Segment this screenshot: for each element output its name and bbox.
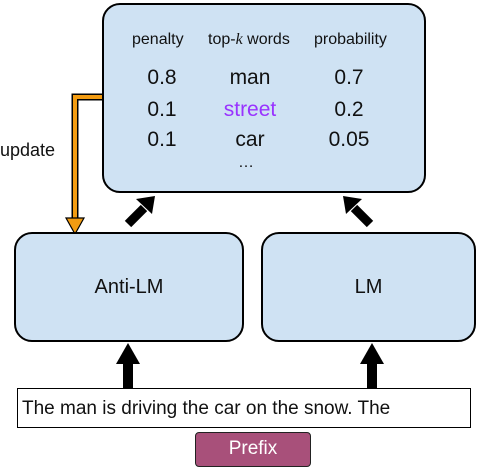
penalty-cell: 0.1	[147, 128, 177, 151]
more-words-ellipsis: …	[238, 154, 255, 171]
word-cell: car	[235, 128, 265, 151]
input-sentence: The man is driving the car on the snow. …	[17, 388, 471, 428]
up-arrow-sentence-to-anti-lm	[116, 343, 140, 388]
penalty-cell: 0.8	[147, 66, 177, 89]
lm-box: LM	[261, 232, 476, 342]
topk-candidates-box	[102, 3, 426, 193]
probability-header: probability	[314, 31, 387, 48]
topk-words-header: top-k words	[208, 31, 290, 49]
topk-header-suffix: words	[242, 31, 290, 48]
arrow-anti-lm-to-table	[124, 196, 155, 228]
arrow-lm-to-table	[343, 196, 374, 228]
up-arrow-sentence-to-lm	[360, 343, 384, 388]
probability-cell: 0.05	[328, 128, 370, 151]
update-label: update	[0, 140, 56, 160]
lm-label: LM	[354, 276, 383, 298]
prefix-label: Prefix	[195, 432, 311, 467]
probability-cell: 0.2	[334, 98, 364, 121]
anti-lm-box: Anti-LM	[14, 232, 244, 342]
word-cell: man	[229, 66, 271, 89]
probability-cell: 0.7	[334, 66, 364, 89]
update-arrow	[64, 93, 103, 236]
topk-header-prefix: top-	[208, 31, 236, 48]
penalty-cell: 0.1	[147, 98, 177, 121]
penalty-header: penalty	[132, 31, 184, 48]
anti-lm-label: Anti-LM	[94, 276, 164, 298]
topk-header-k: k	[235, 31, 243, 48]
highlighted-word-cell: street	[223, 98, 277, 121]
